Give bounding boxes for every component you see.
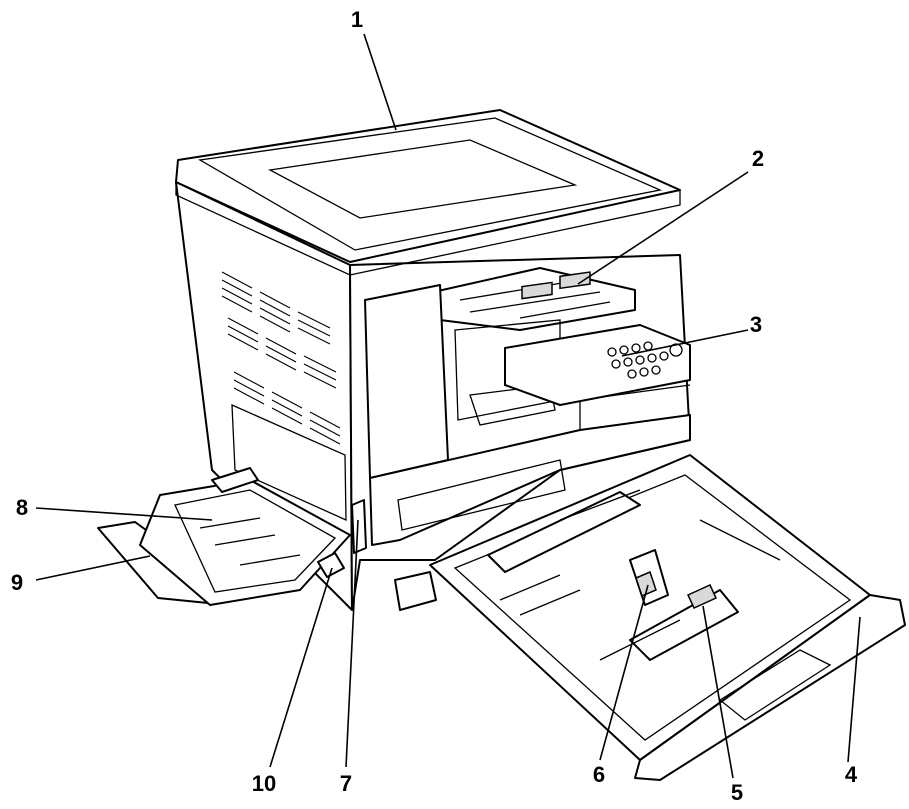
- length-adjust-lever: [635, 570, 657, 598]
- paper-cassette: [429, 454, 906, 781]
- side-opening: [231, 403, 347, 522]
- mp-tray-hinge: [211, 467, 259, 493]
- callout-8: 8: [16, 495, 28, 520]
- mp-tray-slider: [317, 552, 345, 578]
- callout-3: 3: [750, 312, 762, 337]
- main-power-switch: [351, 499, 367, 554]
- operation-panel: [504, 271, 691, 406]
- mp-tray: [97, 467, 351, 606]
- panel-display-2: [559, 271, 591, 290]
- paper-width-guide: [487, 491, 641, 573]
- original-cover: [175, 109, 681, 276]
- paper-width-adjust-tab: [629, 589, 739, 661]
- front-left-cover: [364, 284, 449, 479]
- callout-10: 10: [252, 771, 276, 796]
- cassette-front: [634, 594, 906, 781]
- callout-9: 9: [11, 570, 23, 595]
- width-adjust-lever: [687, 584, 717, 609]
- callout-2: 2: [752, 146, 764, 171]
- callout-6: 6: [593, 762, 605, 787]
- panel-keys: [607, 341, 683, 379]
- callout-4: 4: [845, 762, 858, 787]
- leader-lines: [35, 33, 861, 779]
- callout-7: 7: [340, 771, 352, 796]
- callouts: 1 2 3 4 5 6 7 10 8 9: [11, 7, 858, 805]
- side-vents: [221, 271, 341, 445]
- callout-1: 1: [351, 7, 363, 32]
- front-lower-cover: [369, 414, 691, 546]
- foot-left: [394, 571, 437, 611]
- callout-5: 5: [731, 780, 743, 805]
- panel-display-1: [521, 281, 553, 300]
